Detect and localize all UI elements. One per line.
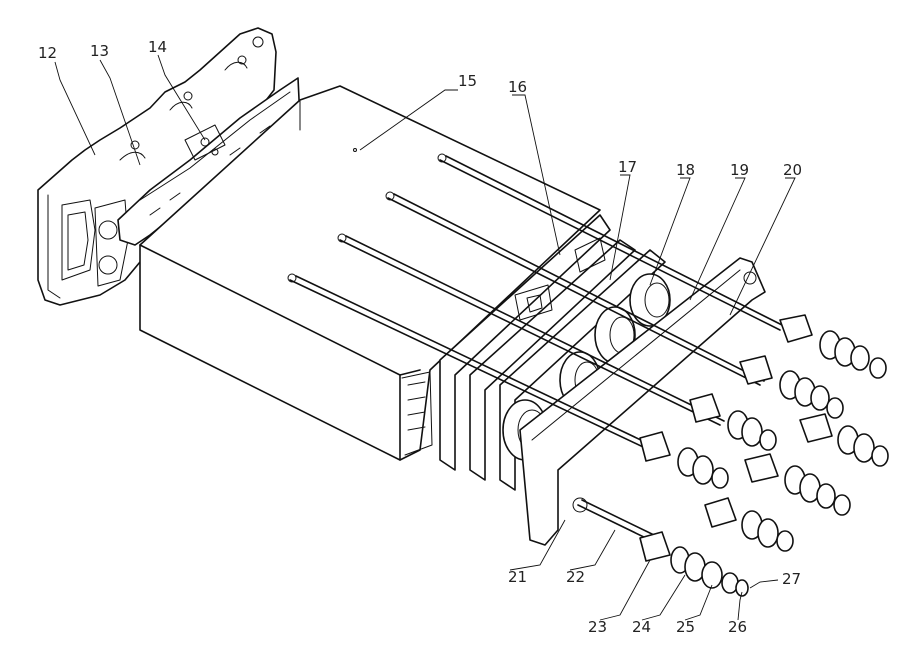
label-15: 15 bbox=[458, 72, 477, 90]
label-23: 23 bbox=[588, 618, 607, 636]
label-20: 20 bbox=[783, 161, 802, 179]
label-14: 14 bbox=[148, 38, 167, 56]
label-22: 22 bbox=[566, 568, 585, 586]
label-25: 25 bbox=[676, 618, 695, 636]
label-16: 16 bbox=[508, 78, 527, 96]
label-21: 21 bbox=[508, 568, 527, 586]
label-17: 17 bbox=[618, 158, 637, 176]
label-18: 18 bbox=[676, 161, 695, 179]
label-24: 24 bbox=[632, 618, 651, 636]
label-19: 19 bbox=[730, 161, 749, 179]
label-27: 27 bbox=[782, 570, 801, 588]
label-26: 26 bbox=[728, 618, 747, 636]
label-12: 12 bbox=[38, 44, 57, 62]
label-13: 13 bbox=[90, 42, 109, 60]
